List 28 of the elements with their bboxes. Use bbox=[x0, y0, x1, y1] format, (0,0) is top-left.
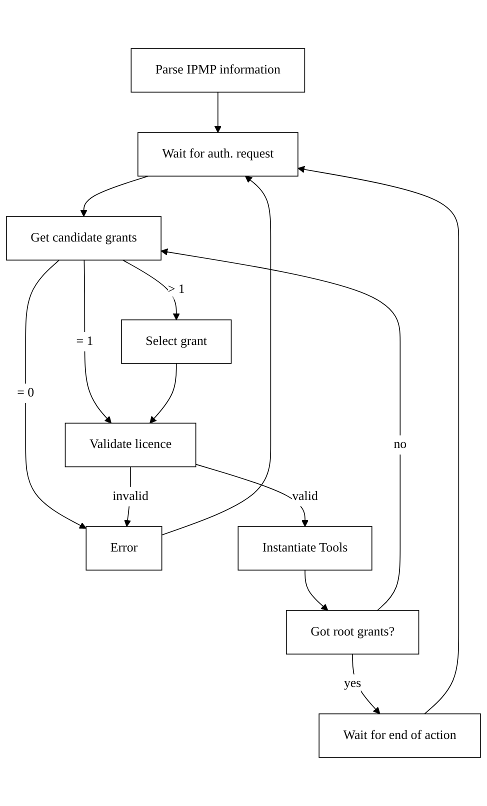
node-box: Error bbox=[86, 526, 162, 571]
arrow bbox=[122, 260, 180, 320]
arrow bbox=[84, 260, 112, 424]
arrow bbox=[298, 166, 460, 714]
edge-label: = 1 bbox=[76, 334, 94, 348]
node-box: Get candidate grants bbox=[6, 216, 162, 260]
node-box: Parse IPMP information bbox=[130, 48, 306, 93]
arrow bbox=[160, 248, 401, 611]
arrow bbox=[150, 363, 177, 424]
arrow bbox=[195, 464, 309, 527]
edge-label: no bbox=[394, 438, 407, 452]
node-box: Got root grants? bbox=[286, 610, 420, 654]
edge-label: valid bbox=[292, 489, 318, 504]
node-box: Select grant bbox=[121, 319, 232, 364]
arrow bbox=[161, 176, 272, 536]
edge-label: > 1 bbox=[168, 282, 185, 296]
node-box: Wait for auth. request bbox=[138, 132, 298, 177]
arrow bbox=[80, 176, 149, 217]
node-box: Wait for end of action bbox=[318, 713, 481, 758]
arrow bbox=[304, 570, 328, 611]
edge-label: = 0 bbox=[17, 386, 34, 400]
arrow bbox=[25, 260, 86, 529]
edge-label: invalid bbox=[112, 489, 148, 504]
arrow bbox=[352, 654, 380, 714]
arrow bbox=[214, 92, 222, 133]
node-box: Validate licence bbox=[64, 422, 196, 468]
edge-label: yes bbox=[344, 676, 362, 690]
node-box: Instantiate Tools bbox=[238, 526, 372, 571]
